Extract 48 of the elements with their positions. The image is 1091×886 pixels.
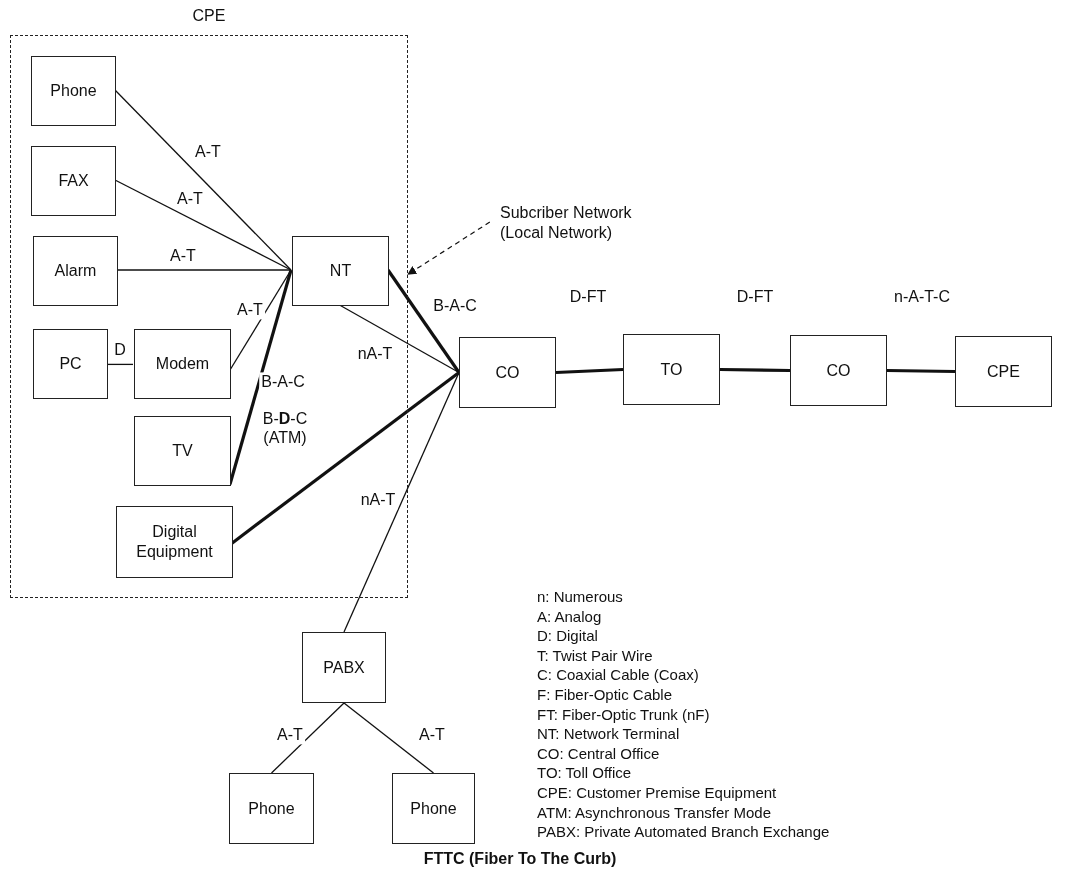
device-box: Phone xyxy=(392,773,475,844)
legend-entry: CPE: Customer Premise Equipment xyxy=(537,784,777,801)
edge-label: A-T xyxy=(235,300,265,320)
annotation-text: Subcriber Network (Local Network) xyxy=(500,200,670,246)
device-box: PC xyxy=(33,329,108,399)
device-box: FAX xyxy=(31,146,116,216)
connection-line xyxy=(114,89,292,271)
device-box: Digital Equipment xyxy=(116,506,233,578)
connection-line xyxy=(343,702,435,774)
connection-line xyxy=(719,367,791,373)
legend-entry: F: Fiber-Optic Cable xyxy=(537,686,673,703)
legend-entry: C: Coaxial Cable (Coax) xyxy=(537,666,699,684)
legend-entry: CO: Central Office xyxy=(537,744,660,762)
edge-label: A-T xyxy=(275,725,305,745)
connection-line xyxy=(114,179,292,271)
connection-line xyxy=(231,371,460,545)
connection-line xyxy=(116,269,292,271)
legend-entry: n: Numerous xyxy=(537,588,623,605)
connection-line xyxy=(407,221,491,275)
device-box: CO xyxy=(790,335,887,406)
device-box: TV xyxy=(134,416,231,486)
legend-entry: TO: Toll Office xyxy=(537,764,632,782)
device-box: NT xyxy=(292,236,389,306)
connection-line xyxy=(386,269,461,374)
connection-line xyxy=(228,269,293,485)
legend-entry: T: Twist Pair Wire xyxy=(537,646,653,664)
device-box: CPE xyxy=(955,336,1052,407)
connection-line xyxy=(555,367,624,375)
legend-entry: A: Analog xyxy=(537,607,602,625)
connection-line xyxy=(886,368,956,374)
device-box: PABX xyxy=(302,632,386,703)
connection-line xyxy=(338,304,460,374)
device-box: Alarm xyxy=(33,236,118,306)
device-box: Phone xyxy=(229,773,314,844)
diagram-title: FTTC (Fiber To The Curb) xyxy=(423,850,617,868)
device-box: Phone xyxy=(31,56,116,126)
device-box: TO xyxy=(623,334,720,405)
connection-line xyxy=(343,371,460,633)
connection-line xyxy=(270,702,345,774)
connection-line xyxy=(106,363,134,366)
legend-entry: ATM: Asynchronous Transfer Mode xyxy=(537,803,771,821)
legend-entry: D: Digital xyxy=(537,627,598,645)
group-heading: CPE xyxy=(191,6,227,26)
device-box: Modem xyxy=(134,329,231,399)
legend-entry: NT: Network Terminal xyxy=(537,725,680,743)
device-box: CO xyxy=(459,337,556,408)
legend-entry: FT: Fiber-Optic Trunk (nF) xyxy=(537,705,710,723)
legend-entry: PABX: Private Automated Branch Exchange xyxy=(537,823,830,841)
